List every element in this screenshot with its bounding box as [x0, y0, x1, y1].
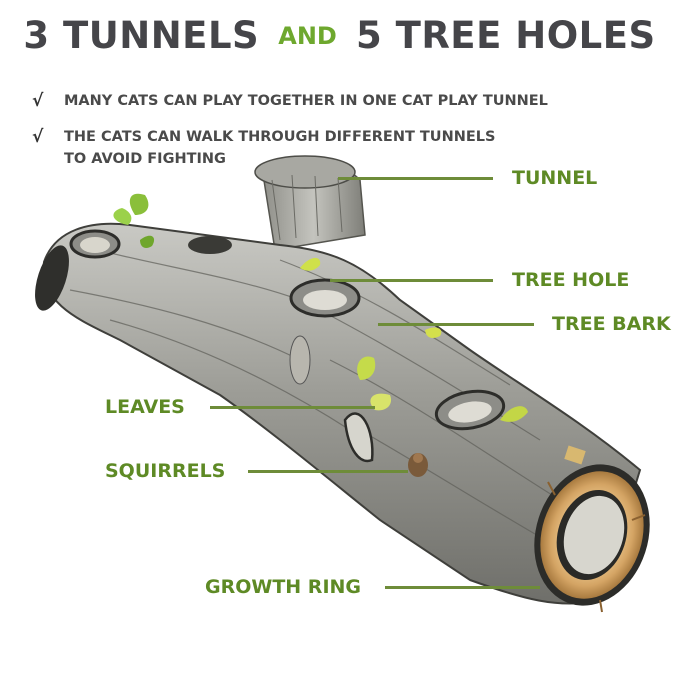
growth-ring: [534, 464, 650, 613]
branch-tunnel: [254, 155, 366, 251]
headline-part1: 3 TUNNELS: [23, 14, 260, 57]
leaves: [113, 193, 528, 422]
leaves-leader-line: [210, 406, 375, 409]
check-icon: √: [32, 127, 44, 147]
headline: 3 TUNNELS AND 5 TREE HOLES: [0, 14, 679, 57]
callout-tunnel: TUNNEL: [512, 167, 598, 189]
headline-connector: AND: [278, 21, 337, 50]
callout-tree-bark: TREE BARK: [552, 313, 671, 335]
bullet-2-line2: TO AVOID FIGHTING: [64, 151, 226, 167]
growth-ring-leader-line: [385, 586, 540, 589]
tunnel-leader-line: [338, 177, 493, 180]
callout-squirrels: SQUIRRELS: [105, 460, 226, 482]
callout-leaves: LEAVES: [105, 396, 185, 418]
headline-part2: 5 TREE HOLES: [355, 14, 656, 57]
product-tag: [564, 445, 586, 465]
check-icon: √: [32, 91, 44, 111]
tree-holes: [69, 229, 506, 463]
bullet-2-line1: THE CATS CAN WALK THROUGH DIFFERENT TUNN…: [64, 129, 496, 145]
squirrels-leader-line: [248, 470, 408, 473]
squirrels: [289, 335, 428, 477]
tree-bark-leader-line: [378, 323, 534, 326]
bullet-1-text: MANY CATS CAN PLAY TOGETHER IN ONE CAT P…: [64, 93, 548, 109]
callout-growth-ring: GROWTH RING: [205, 576, 362, 598]
tree-hole-leader-line: [330, 279, 493, 282]
callout-tree-hole: TREE HOLE: [512, 269, 630, 291]
